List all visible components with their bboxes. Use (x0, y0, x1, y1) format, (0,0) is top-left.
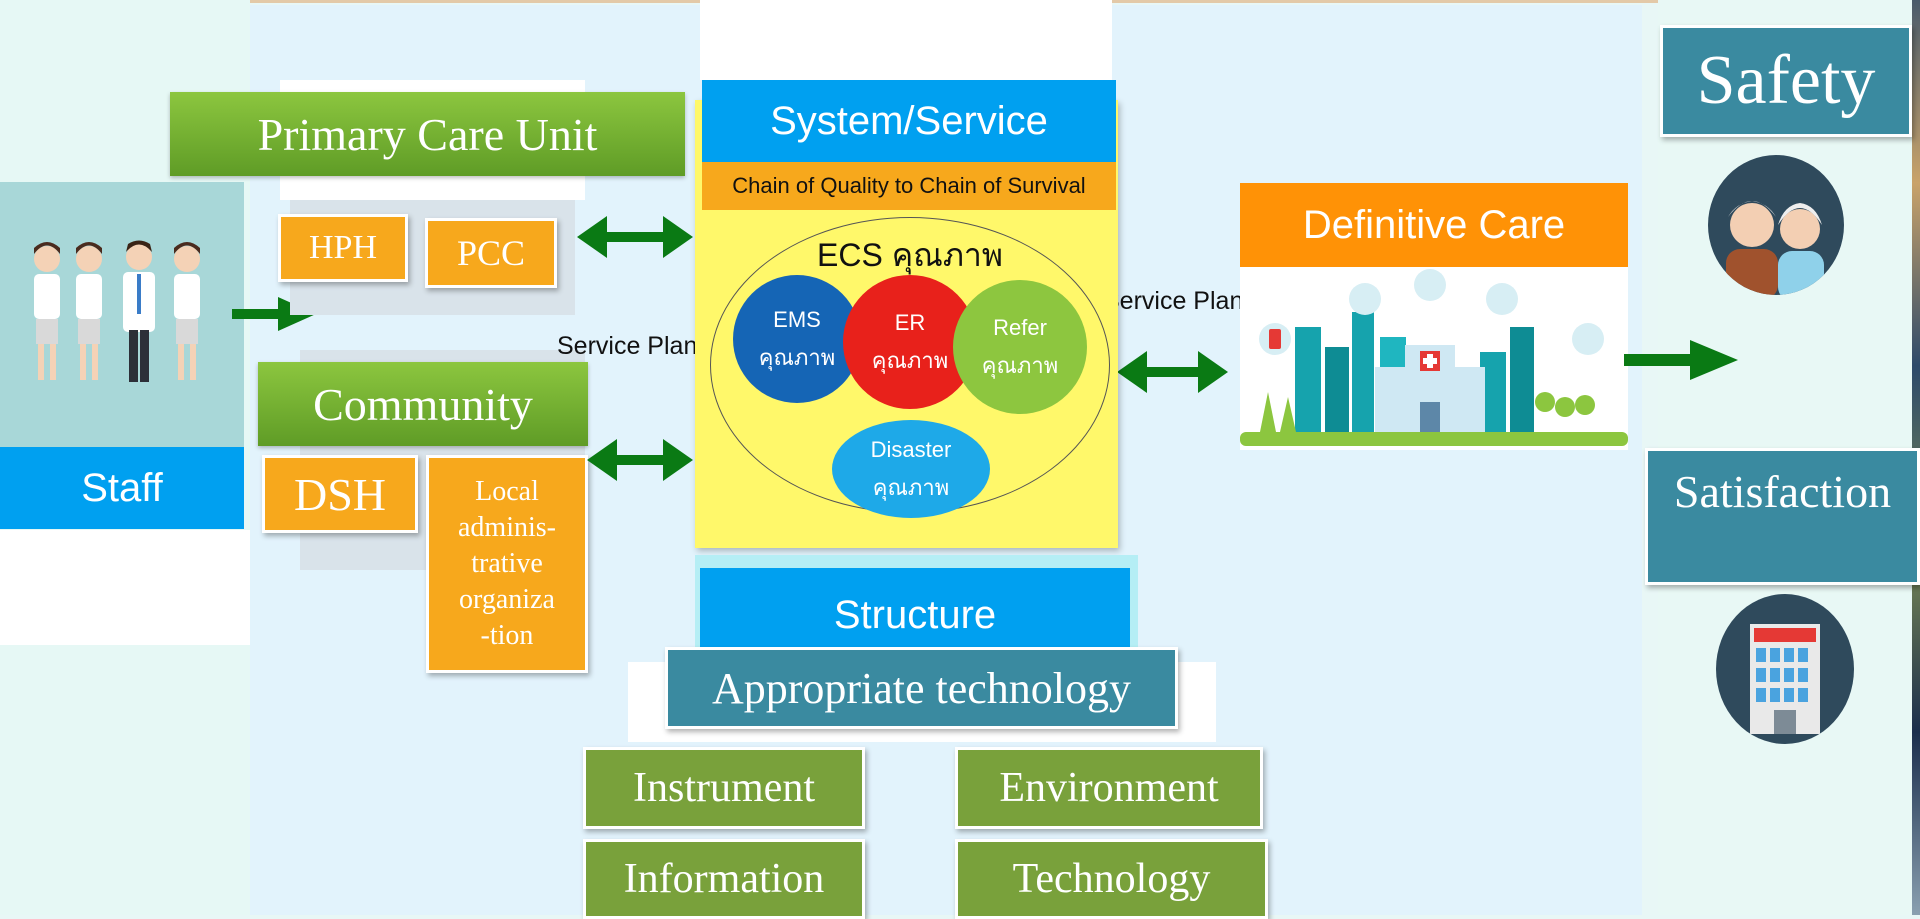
hospital-city-illustration-icon (1240, 269, 1628, 446)
hph-box: HPH (278, 214, 408, 282)
refer-label: Refer (993, 315, 1047, 340)
refer-sub: คุณภาพ (981, 353, 1059, 378)
staff-illustration-icon (34, 240, 200, 382)
local-admin-line: trative (471, 548, 543, 579)
local-admin-line: organiza (459, 584, 555, 615)
definitive-care-image (1240, 267, 1628, 450)
local-admin-line: adminis- (458, 512, 556, 543)
service-plan-label: Service Plan (1103, 287, 1244, 315)
satisfaction-box: Satisfaction (1645, 448, 1920, 585)
disaster-circle: Disaster คุณภาพ (832, 420, 990, 518)
service-plan-label: Service Plan (557, 332, 698, 360)
system-service-title: System/Service (702, 80, 1116, 162)
instrument-box: Instrument (583, 747, 865, 829)
arrow-right-icon (1624, 340, 1738, 380)
community-title: Community (258, 362, 588, 446)
top-white-area (700, 0, 1112, 80)
ecs-label: ECS คุณภาพ (817, 237, 1003, 273)
environment-box: Environment (955, 747, 1263, 829)
staff-white-area (0, 530, 250, 645)
ems-circle: EMS คุณภาพ (733, 275, 861, 403)
safety-box: Safety (1660, 25, 1912, 137)
local-admin-box: Local adminis- trative organiza -tion (426, 455, 588, 673)
double-arrow-icon (587, 439, 693, 481)
staff-label: Staff (0, 447, 244, 529)
staff-image (0, 182, 244, 447)
pcc-box: PCC (425, 218, 557, 288)
primary-care-title: Primary Care Unit (170, 92, 685, 176)
disaster-sub: คุณภาพ (872, 475, 950, 500)
definitive-care-title: Definitive Care (1240, 183, 1628, 267)
dsh-box: DSH (262, 455, 418, 533)
appropriate-technology-box: Appropriate technology (665, 647, 1178, 729)
information-box: Information (583, 839, 865, 919)
refer-circle: Refer คุณภาพ (953, 280, 1087, 414)
ems-sub: คุณภาพ (758, 345, 836, 370)
hospital-building-icon (1716, 594, 1854, 744)
disaster-label: Disaster (870, 437, 952, 462)
double-arrow-icon (1117, 351, 1228, 393)
chain-of-quality-subtitle: Chain of Quality to Chain of Survival (702, 162, 1116, 210)
double-arrow-icon (577, 216, 693, 258)
er-label: ER (894, 310, 926, 335)
ems-label: EMS (773, 307, 821, 332)
er-sub: คุณภาพ (871, 348, 949, 373)
technology-box: Technology (955, 839, 1268, 919)
elderly-couple-icon (1708, 155, 1844, 295)
local-admin-line: Local (475, 476, 539, 507)
local-admin-line: -tion (480, 620, 534, 651)
